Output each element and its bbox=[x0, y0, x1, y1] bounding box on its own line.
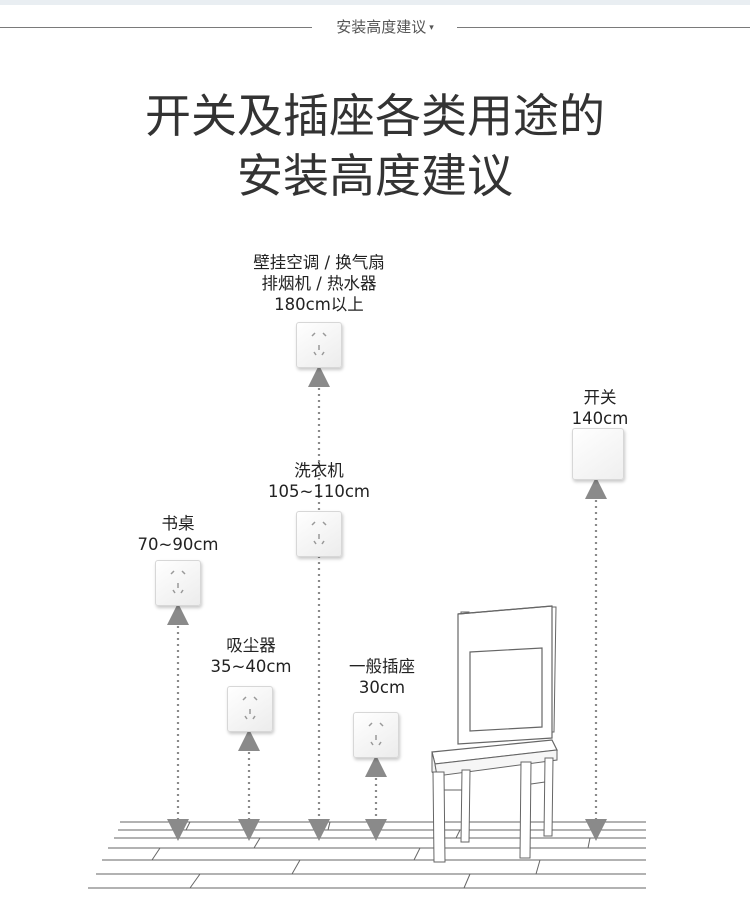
title-line-1: 开关及插座各类用途的 bbox=[145, 89, 605, 143]
label-vacuum: 吸尘器 35~40cm bbox=[210, 636, 292, 676]
label-switch: 开关 140cm bbox=[571, 388, 629, 428]
header-title: 安装高度建议▾ bbox=[336, 18, 434, 36]
floor bbox=[88, 821, 646, 889]
header-line-left bbox=[0, 27, 312, 28]
switch-panel-icon bbox=[572, 428, 624, 480]
height-arrows bbox=[167, 365, 607, 841]
label-general-outlet: 一般插座 30cm bbox=[349, 657, 415, 697]
chair-illustration bbox=[431, 605, 558, 863]
socket-icon-vacuum bbox=[227, 686, 273, 732]
section-header: 安装高度建议▾ bbox=[0, 14, 750, 40]
socket-icon-desk bbox=[155, 560, 201, 606]
socket-icon-washer bbox=[296, 511, 342, 557]
socket-icon-ac bbox=[296, 322, 342, 368]
socket-icon-general bbox=[353, 712, 399, 758]
label-ac-fan: 壁挂空调 / 换气扇 排烟机 / 热水器 180cm以上 bbox=[253, 253, 385, 314]
label-washing-machine: 洗衣机 105~110cm bbox=[268, 461, 370, 501]
top-strip bbox=[0, 0, 750, 5]
label-desk: 书桌 70~90cm bbox=[137, 514, 219, 554]
header-line-right bbox=[457, 27, 750, 28]
caret-down-icon: ▾ bbox=[429, 23, 434, 33]
title-line-2: 安装高度建议 bbox=[237, 149, 513, 203]
main-title: 开关及插座各类用途的 安装高度建议 bbox=[0, 86, 750, 206]
